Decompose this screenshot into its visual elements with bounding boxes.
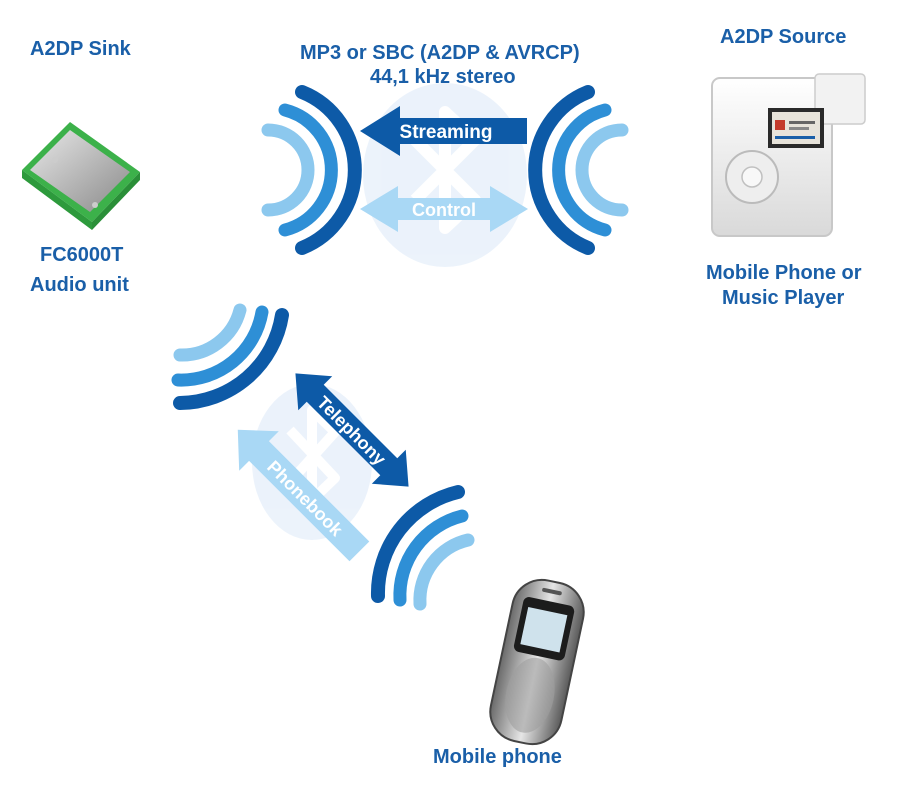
radio-wave-icon bbox=[171, 303, 289, 410]
control-label: Control bbox=[412, 200, 476, 220]
streaming-arrow: Streaming bbox=[360, 106, 527, 156]
source-device-line1: Mobile Phone or bbox=[706, 262, 862, 284]
radio-wave-icon bbox=[370, 485, 475, 611]
control-arrow: Control bbox=[360, 186, 528, 232]
phone-label: Mobile phone bbox=[433, 746, 562, 768]
radio-wave-icon bbox=[261, 85, 362, 255]
source-device-line2: Music Player bbox=[722, 287, 845, 309]
sink-device-name: FC6000T bbox=[40, 244, 124, 266]
audio-module-icon bbox=[22, 122, 140, 230]
source-title: A2DP Source bbox=[720, 26, 847, 48]
bluetooth-logo-icon bbox=[363, 83, 527, 267]
radio-wave-icon bbox=[528, 85, 629, 255]
sink-title: A2DP Sink bbox=[30, 38, 131, 60]
music-player-icon bbox=[711, 73, 866, 237]
streaming-label: Streaming bbox=[400, 122, 493, 143]
codec-line2: 44,1 kHz stereo bbox=[370, 66, 516, 88]
codec-line1: MP3 or SBC (A2DP & AVRCP) bbox=[300, 42, 580, 64]
mobile-phone-icon bbox=[489, 578, 585, 746]
sink-device-desc: Audio unit bbox=[30, 274, 129, 296]
